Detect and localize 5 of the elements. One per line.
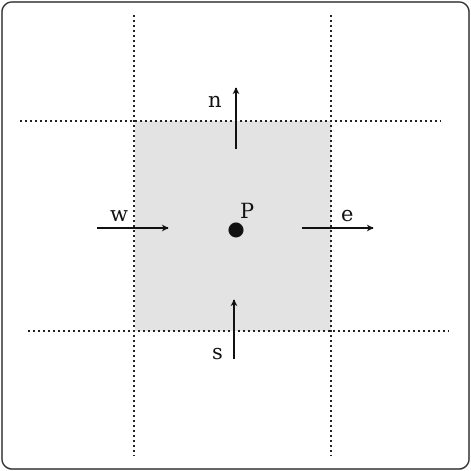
point-label: n	[208, 90, 222, 111]
point-label: e	[341, 204, 354, 225]
point-label: s	[212, 342, 223, 363]
point-label: P	[240, 201, 254, 222]
point-label: w	[110, 204, 128, 225]
